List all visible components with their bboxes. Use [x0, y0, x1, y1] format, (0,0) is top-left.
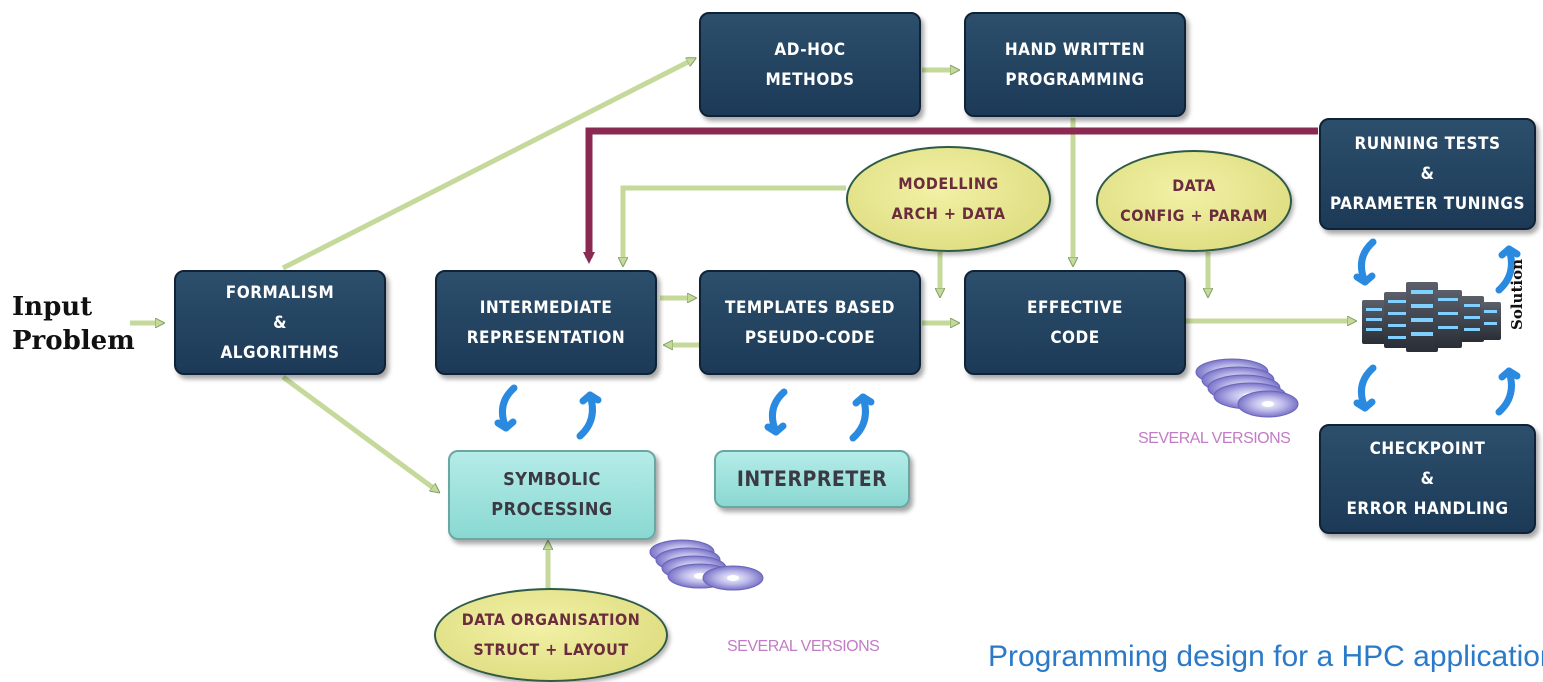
checkpoint-error-handling-box[interactable]: CHECKPOINT & ERROR HANDLING	[1319, 424, 1536, 534]
input-label-line: Input	[12, 292, 93, 322]
box-label: PROGRAMMING	[1005, 69, 1145, 90]
data-organisation-ellipse[interactable]: DATA ORGANISATION STRUCT + LAYOUT	[434, 588, 668, 682]
ellipse-label: CONFIG + PARAM	[1120, 206, 1268, 225]
box-label: SYMBOLIC	[503, 469, 601, 490]
box-label: INTERPRETER	[736, 467, 888, 491]
box-label: TEMPLATES BASED	[725, 297, 895, 318]
box-label: CODE	[1050, 327, 1100, 348]
templates-pseudo-code-box[interactable]: TEMPLATES BASED PSEUDO-CODE	[699, 270, 921, 375]
intermediate-representation-box[interactable]: INTERMEDIATE REPRESENTATION	[435, 270, 657, 375]
box-label: METHODS	[765, 69, 855, 90]
box-label: &	[273, 312, 287, 333]
modelling-ellipse[interactable]: MODELLING ARCH + DATA	[846, 146, 1051, 252]
ellipse-label: ARCH + DATA	[891, 204, 1006, 223]
ellipse-label: MODELLING	[898, 174, 999, 193]
box-label: &	[1420, 469, 1435, 489]
ellipse-label: STRUCT + LAYOUT	[473, 640, 629, 659]
effective-code-box[interactable]: EFFECTIVE CODE	[964, 270, 1186, 375]
several-versions-label: SEVERAL VERSIONS	[727, 638, 880, 655]
cycle-arrows	[494, 238, 1521, 442]
box-label: REPRESENTATION	[466, 327, 626, 348]
cd-stack-icon	[1195, 358, 1299, 418]
input-label-line: Problem	[12, 326, 135, 356]
hand-written-programming-box[interactable]: HAND WRITTEN PROGRAMMING	[964, 12, 1186, 117]
box-label: PSEUDO-CODE	[744, 327, 876, 348]
input-problem-label: Input Problem	[12, 290, 135, 358]
box-label: RUNNING TESTS	[1354, 134, 1501, 154]
box-label: EFFECTIVE	[1027, 297, 1123, 318]
running-tests-box[interactable]: RUNNING TESTS & PARAMETER TUNINGS	[1319, 118, 1536, 230]
box-label: AD-HOC	[774, 39, 846, 60]
box-label: PARAMETER TUNINGS	[1330, 194, 1525, 214]
arrow-formalism-adhoc	[281, 60, 692, 271]
solution-label: Solution	[1508, 259, 1526, 330]
feedback-arrow	[583, 127, 1318, 264]
arrow-formalism-symbolic	[281, 374, 436, 490]
ellipse-label: DATA	[1172, 176, 1216, 195]
figure-caption: Programming design for a HPC application	[988, 640, 1543, 673]
adhoc-methods-box[interactable]: AD-HOC METHODS	[699, 12, 921, 117]
box-label: FORMALISM	[225, 282, 335, 303]
box-label: HAND WRITTEN	[1004, 39, 1146, 60]
symbolic-processing-box[interactable]: SYMBOLIC PROCESSING	[448, 450, 656, 540]
arrow-modelling-ir	[623, 185, 846, 262]
several-versions-label: SEVERAL VERSIONS	[1138, 430, 1291, 447]
box-label: ERROR HANDLING	[1346, 499, 1509, 519]
server-rack-icon	[1362, 282, 1501, 352]
box-label: CHECKPOINT	[1369, 439, 1486, 459]
box-label: INTERMEDIATE	[479, 297, 613, 318]
interpreter-box[interactable]: INTERPRETER	[714, 450, 910, 508]
data-config-ellipse[interactable]: DATA CONFIG + PARAM	[1096, 150, 1292, 252]
box-label: &	[1420, 164, 1435, 184]
cd-stack-icon	[649, 539, 764, 591]
box-label: ALGORITHMS	[220, 342, 340, 363]
flow-arrows	[130, 60, 1352, 590]
formalism-algorithms-box[interactable]: FORMALISM & ALGORITHMS	[174, 270, 386, 375]
ellipse-label: DATA ORGANISATION	[461, 610, 641, 629]
box-label: PROCESSING	[491, 499, 613, 520]
